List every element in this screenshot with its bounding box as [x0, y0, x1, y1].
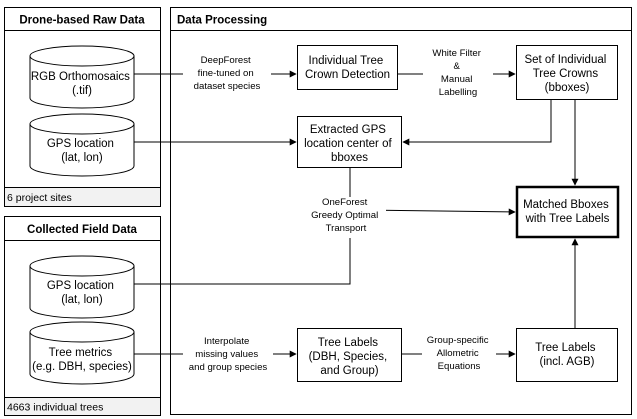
rgb-line-1: RGB Orthomosaics	[31, 71, 130, 83]
gps-center-box: Extracted GPS location center of bboxes	[297, 116, 402, 168]
label-oneforest: OneForest Greedy Optimal Transport	[306, 197, 386, 238]
svg-text:Set of Individual Tree C: Set of Individual Tree Crowns (bboxes)	[524, 54, 609, 94]
matched-bboxes-line-1: Matched Bboxes	[523, 199, 609, 211]
label-white-filter: White Filter & Manual Labelling	[423, 44, 493, 102]
tree-metrics-line-1: Tree metrics	[49, 347, 113, 359]
label-allometric: Group-specific Allometric Equations	[422, 334, 496, 374]
oneforest-line-2: Greedy Optimal	[311, 210, 378, 221]
gps-field-line-1: GPS location	[47, 280, 114, 292]
gps-center-line-3: bboxes	[331, 152, 368, 164]
field-panel-footer: 4663 individual trees	[7, 402, 103, 414]
allometric-line-1: Group-specific	[427, 335, 489, 346]
svg-text:RGB Orthomosaics (.tif): RGB Orthomosaics (.tif)	[31, 71, 133, 97]
gps-drone-line-1: GPS location	[47, 138, 114, 150]
field-panel-title: Collected Field Data	[27, 224, 138, 236]
white-filter-line-2: &	[453, 61, 460, 72]
rgb-orthomosaics-store: RGB Orthomosaics (.tif)	[29, 45, 135, 109]
matched-bboxes-box: Matched Bboxes with Tree Labels	[515, 185, 620, 239]
allometric-line-3: Equations	[438, 361, 481, 372]
svg-text:Group-specific Allometri: Group-specific Allometric Equations	[427, 335, 492, 372]
gps-field-line-2: (lat, lon)	[61, 294, 103, 306]
white-filter-line-1: White Filter	[432, 48, 481, 59]
tree-labels-agb-line-1: Tree Labels	[535, 342, 596, 354]
gps-field-store: GPS location (lat, lon)	[29, 255, 135, 319]
svg-text:GPS location (lat, lon): GPS location (lat, lon)	[47, 280, 117, 306]
tree-labels-dbh-line-2: (DBH, Species,	[309, 351, 388, 363]
svg-text:Interpolate missing valu: Interpolate missing values and group spe…	[189, 336, 268, 373]
tree-metrics-store: Tree metrics (e.g. DBH, species)	[29, 321, 135, 385]
drone-panel-footer: 6 project sites	[7, 192, 72, 204]
deepforest-line-1: DeepForest	[201, 55, 251, 66]
tree-crowns-line-3: (bboxes)	[545, 82, 590, 94]
gps-center-line-2: location center of	[304, 138, 392, 150]
svg-text:Matched Bboxes with Tree: Matched Bboxes with Tree Labels	[523, 199, 612, 225]
svg-text:Tree metrics (e.g. DBH,: Tree metrics (e.g. DBH, species)	[32, 347, 132, 373]
crown-detection-box: Individual Tree Crown Detection	[297, 45, 398, 90]
svg-text:Tree Labels (incl. AGB): Tree Labels (incl. AGB)	[535, 342, 599, 368]
svg-text:GPS location (lat, lon): GPS location (lat, lon)	[47, 138, 117, 164]
tree-crowns-box: Set of Individual Tree Crowns (bboxes)	[516, 45, 618, 100]
interpolate-line-1: Interpolate	[204, 336, 249, 347]
deepforest-line-3: dataset species	[194, 81, 261, 92]
tree-labels-agb-line-2: (incl. AGB)	[540, 356, 595, 368]
svg-text:Extracted GPS location c: Extracted GPS location center of bboxes	[304, 124, 395, 164]
deepforest-line-2: fine-tuned on	[198, 68, 254, 79]
svg-text:DeepForest fine-tuned on: DeepForest fine-tuned on dataset species	[194, 55, 261, 92]
white-filter-line-4: Labelling	[439, 87, 477, 98]
tree-crowns-line-2: Tree Crowns	[533, 68, 599, 80]
svg-text:White Filter & Man: White Filter & Manual Labelling	[432, 48, 483, 98]
matched-bboxes-line-2: with Tree Labels	[525, 213, 610, 225]
tree-labels-dbh-line-3: and Group)	[320, 365, 378, 377]
processing-panel-title: Data Processing	[177, 15, 267, 27]
tree-metrics-line-2: (e.g. DBH, species)	[32, 361, 132, 373]
white-filter-line-3: Manual	[441, 74, 472, 85]
gps-drone-line-2: (lat, lon)	[61, 152, 103, 164]
allometric-line-2: Allometric	[437, 348, 479, 359]
interpolate-line-2: missing values	[195, 349, 258, 360]
oneforest-line-1: OneForest	[322, 197, 368, 208]
label-deepforest: DeepForest fine-tuned on dataset species	[183, 53, 271, 95]
tree-crowns-line-1: Set of Individual	[524, 54, 606, 66]
drone-panel-title: Drone-based Raw Data	[19, 15, 145, 27]
rgb-line-2: (.tif)	[72, 85, 92, 97]
crown-detection-line-2: Crown Detection	[305, 69, 390, 81]
interpolate-line-3: and group species	[189, 362, 268, 373]
oneforest-line-3: Transport	[326, 223, 367, 234]
gps-drone-store: GPS location (lat, lon)	[29, 113, 135, 177]
svg-text:OneForest Greedy Optimal: OneForest Greedy Optimal Transport	[311, 197, 381, 234]
edge-crowns-to-center	[402, 100, 552, 146]
tree-labels-agb-box: Tree Labels (incl. AGB)	[516, 328, 618, 382]
tree-labels-dbh-line-1: Tree Labels	[318, 337, 379, 349]
crown-detection-line-1: Individual Tree	[309, 55, 384, 67]
tree-labels-dbh-box: Tree Labels (DBH, Species, and Group)	[297, 328, 402, 382]
svg-text:Individual Tree Crown De: Individual Tree Crown Detection	[305, 55, 390, 81]
svg-text:Tree Labels (DBH, Specie: Tree Labels (DBH, Species, and Group)	[309, 337, 391, 377]
gps-center-line-1: Extracted GPS	[310, 124, 386, 136]
edge-gps-field-to-oneforest	[134, 238, 351, 285]
label-interpolate: Interpolate missing values and group spe…	[183, 335, 273, 375]
